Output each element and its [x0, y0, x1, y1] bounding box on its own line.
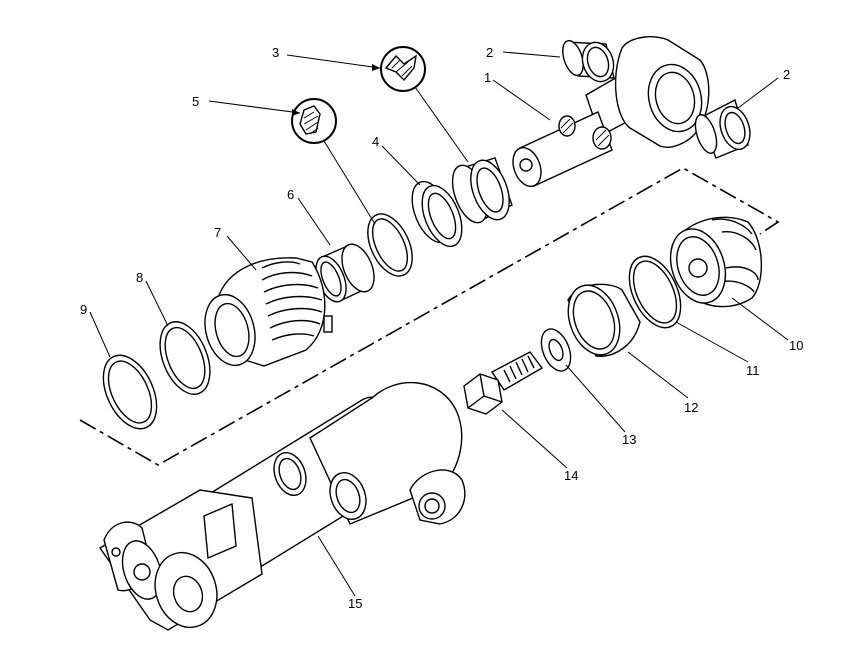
callout-3: 3	[272, 45, 279, 60]
part-pin	[512, 111, 613, 188]
part-piston-10	[669, 216, 762, 308]
part-seal-3	[451, 157, 513, 224]
callout-2-right: 2	[783, 67, 790, 82]
callout-labels: 1 2 2 3 4 5 6 7 8 9 10 11 12 13 14 15	[80, 45, 803, 611]
part-ring-5	[367, 213, 413, 277]
part-ring-11	[628, 255, 682, 329]
callout-15: 15	[348, 596, 362, 611]
callout-13: 13	[622, 432, 636, 447]
part-ring-9	[102, 354, 158, 430]
part-ring-8	[159, 321, 211, 395]
part-gland-7	[204, 257, 333, 367]
part-washer-13	[540, 328, 572, 372]
callout-11: 11	[746, 363, 760, 378]
callout-5: 5	[192, 94, 199, 109]
callout-7: 7	[214, 225, 221, 240]
leader-lines	[89, 51, 789, 597]
part-wear-band-12	[567, 283, 641, 357]
part-bearing-right	[694, 98, 751, 159]
kit-boundary-line	[79, 167, 780, 466]
part-bearing-left	[562, 39, 615, 83]
detail-view-3	[380, 46, 469, 163]
callout-9: 9	[80, 302, 87, 317]
callout-14: 14	[564, 468, 578, 483]
callout-6: 6	[287, 187, 294, 202]
callout-12: 12	[684, 400, 698, 415]
part-wiper-4	[411, 180, 463, 248]
callout-2-left: 2	[486, 45, 493, 60]
part-bolt-14	[463, 351, 544, 415]
callout-8: 8	[136, 270, 143, 285]
callout-4: 4	[372, 134, 379, 149]
detail-view-5	[291, 98, 376, 225]
part-cylinder-15	[98, 381, 466, 631]
callout-10: 10	[789, 338, 803, 353]
callout-1: 1	[484, 70, 491, 85]
